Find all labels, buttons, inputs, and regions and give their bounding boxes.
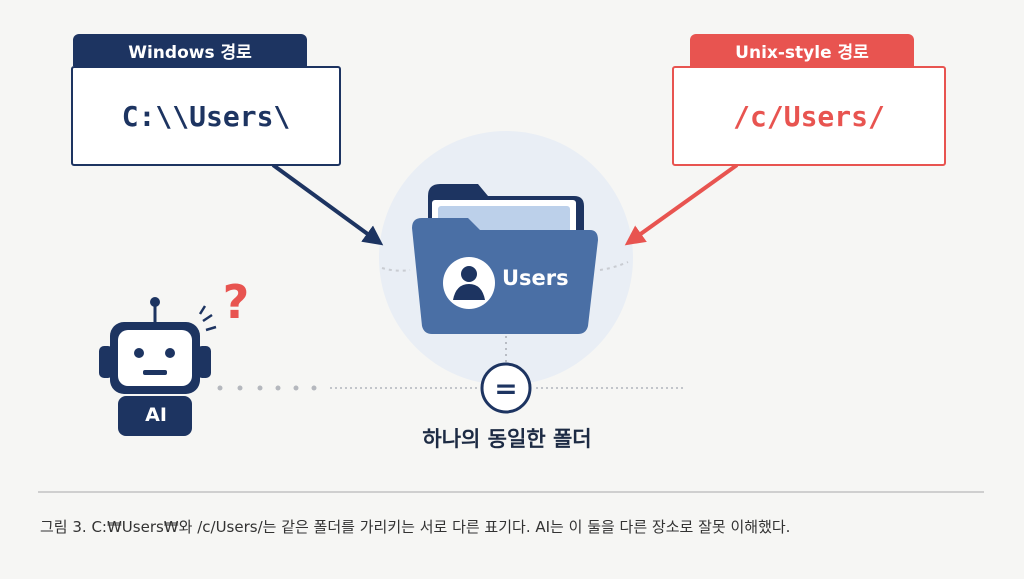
unix-path-text: /c/Users/ [733,99,885,133]
same-folder-caption: 하나의 동일한 폴더 [422,427,592,451]
question-mark: ? [223,275,250,329]
folder-label: Users [502,266,569,290]
robot-ai-label: AI [145,404,167,426]
equals-symbol: = [494,372,517,405]
windows-path-text: C:\\Users\ [121,99,291,133]
caption-divider [38,491,984,493]
robot-icon [99,297,217,436]
halo-dash-right [599,261,629,271]
figure-caption: 그림 3. C:₩Users₩와 /c/Users/는 같은 폴더를 가리키는 … [40,518,791,536]
unix-arrow [624,163,739,246]
equals-circle [480,362,532,414]
user-avatar-icon [443,257,495,309]
unix-path-tab-label: Unix-style 경로 [735,42,869,63]
windows-path-tab: Windows 경로 [73,34,307,66]
unix-path-box: /c/Users/ [672,66,946,166]
robot-dotted-line [217,385,317,391]
halo-dash-left [381,267,411,272]
windows-arrow [271,163,384,246]
unix-path-tab: Unix-style 경로 [690,34,914,66]
windows-path-tab-label: Windows 경로 [128,42,252,63]
folder-icon [412,184,598,334]
windows-path-box: C:\\Users\ [71,66,341,166]
